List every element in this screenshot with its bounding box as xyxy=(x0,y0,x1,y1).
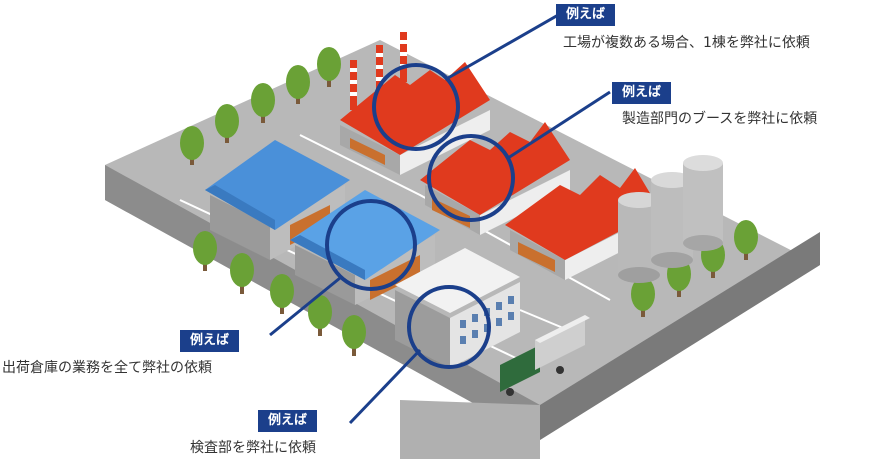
tree xyxy=(317,47,341,87)
tree xyxy=(193,231,217,271)
truck xyxy=(500,315,590,396)
warehouse-back xyxy=(205,140,350,260)
highlight-rings xyxy=(325,63,515,369)
tree xyxy=(230,253,254,294)
highlight-ring-factory xyxy=(372,63,460,151)
tree xyxy=(251,83,275,123)
tree xyxy=(286,65,310,104)
tree xyxy=(308,295,332,336)
office-building xyxy=(395,248,520,368)
tree xyxy=(631,277,655,317)
highlight-ring-warehouse xyxy=(325,199,417,291)
connector-warehouse xyxy=(269,276,341,337)
tree xyxy=(734,220,758,260)
silos xyxy=(618,155,723,283)
connector-booth xyxy=(507,90,611,160)
callout-text-warehouse: 出荷倉庫の業務を全て弊社の依頼 xyxy=(2,360,212,376)
callout-tag-warehouse: 例えば xyxy=(180,330,240,352)
tree xyxy=(342,315,366,356)
highlight-ring-inspection xyxy=(407,285,491,369)
tree xyxy=(270,274,294,314)
callout-tag-booth: 例えば xyxy=(612,82,672,104)
connector-factory xyxy=(447,11,562,80)
callout-tag-factory: 例えば xyxy=(556,4,616,26)
highlight-ring-booth xyxy=(427,134,515,222)
tree xyxy=(215,104,239,143)
callout-text-booth: 製造部門のブースを弊社に依頼 xyxy=(622,111,818,127)
tree xyxy=(180,126,204,165)
callout-tag-inspection: 例えば xyxy=(258,410,318,432)
connector-inspection xyxy=(348,348,422,425)
callout-text-inspection: 検査部を弊社に依頼 xyxy=(190,440,316,456)
callout-text-factory: 工場が複数ある場合、1棟を弊社に依頼 xyxy=(563,35,810,51)
